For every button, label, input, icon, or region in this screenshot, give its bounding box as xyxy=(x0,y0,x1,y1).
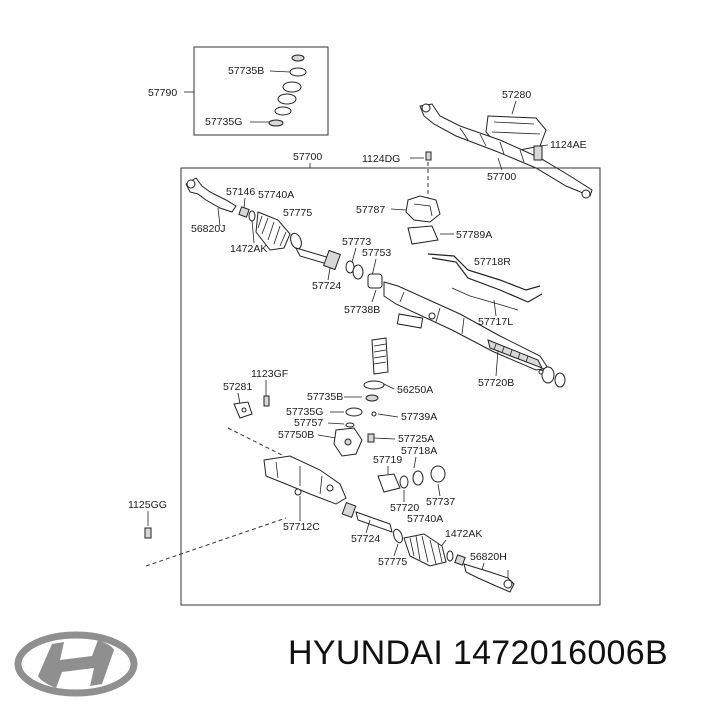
hyundai-logo-icon xyxy=(14,631,138,697)
label-57720b: 57720B xyxy=(478,377,514,389)
label-57789a: 57789A xyxy=(456,229,492,241)
label-57775: 57775 xyxy=(378,556,407,568)
label-57718r: 57718R xyxy=(474,256,511,268)
label-57738b: 57738B xyxy=(344,304,380,316)
rack-bushing xyxy=(377,473,401,493)
pinion-shaft xyxy=(371,337,389,375)
tie-rod-end-right xyxy=(463,563,515,593)
label-57712c: 57712C xyxy=(283,521,320,533)
label-57725a: 57725A xyxy=(398,433,434,445)
seal-ring-5 xyxy=(274,106,292,116)
label-57757: 57757 xyxy=(294,417,323,429)
label-1124dg: 1124DG xyxy=(362,153,400,165)
seal-ring-1 xyxy=(291,54,305,62)
label-57737: 57737 xyxy=(426,496,455,508)
label-57787: 57787 xyxy=(356,204,385,216)
upper-rack-assembly: 56820J 57146 1472AK 57740A 57775 57724 5… xyxy=(185,177,566,389)
mount-bracket xyxy=(405,195,441,223)
seal-ring-2 xyxy=(289,67,307,77)
seal-kit-box xyxy=(193,46,329,136)
label-plate xyxy=(396,313,424,329)
label-1472ak: 1472AK xyxy=(445,528,482,540)
rack-thumb-body xyxy=(419,103,593,197)
label-57735g-kit: 57735G xyxy=(205,116,242,128)
seal-ring-6 xyxy=(268,119,284,127)
label-57735g: 57735G xyxy=(286,406,323,418)
label-57735b-kit: 57735B xyxy=(228,65,264,77)
label-57775-top: 57775 xyxy=(283,207,312,219)
valve-assembly: 1123GF 57281 56250A 57735B 57735G 57757 … xyxy=(223,337,437,469)
bellows-boot-top xyxy=(255,211,291,251)
label-1472ak-top: 1472AK xyxy=(230,243,267,255)
seal-kit-group: 57790 57735B 57735G xyxy=(148,46,329,136)
part-number: 1472016006B xyxy=(452,634,668,672)
mount-bushing xyxy=(407,225,439,245)
brand-name: HYUNDAI xyxy=(288,634,444,672)
label-57790: 57790 xyxy=(148,87,177,99)
label-57753: 57753 xyxy=(362,247,391,259)
label-1124ae: 1124AE xyxy=(550,139,587,151)
seal-ring-4 xyxy=(277,93,297,105)
label-57773: 57773 xyxy=(342,236,371,248)
label-56820j: 56820J xyxy=(191,223,225,235)
rack-bar xyxy=(487,339,544,369)
part-title: HYUNDAI 1472016006B xyxy=(288,634,668,673)
label-57718a: 57718A xyxy=(401,445,437,457)
label-56250a: 56250A xyxy=(397,384,433,396)
label-57724-top: 57724 xyxy=(312,280,341,292)
label-56820h: 56820H xyxy=(470,551,507,563)
label-57735b: 57735B xyxy=(307,391,343,403)
inner-tie-rod-bottom xyxy=(355,511,393,533)
label-57700: 57700 xyxy=(293,151,322,163)
label-57740a-top: 57740A xyxy=(258,189,294,201)
label-57281: 57281 xyxy=(223,381,252,393)
lower-rack-assembly: 1125GG 57712C 57719 57737 57720 57740A 1… xyxy=(128,427,515,593)
label-57280: 57280 xyxy=(502,89,531,101)
label-57720: 57720 xyxy=(390,502,419,514)
label-57740a: 57740A xyxy=(407,513,443,525)
tie-rod-end-left xyxy=(185,177,237,213)
main-frame xyxy=(180,167,601,606)
label-57717l: 57717L xyxy=(478,316,513,328)
label-1125gg: 1125GG xyxy=(128,499,167,511)
label-57719: 57719 xyxy=(373,454,402,466)
label-57739a: 57739A xyxy=(401,411,437,423)
label-57700-thumb: 57700 xyxy=(487,171,516,183)
label-57146: 57146 xyxy=(226,186,255,198)
label-57724: 57724 xyxy=(351,533,380,545)
assembly-thumbnail: 57280 1124AE 57700 xyxy=(419,89,593,199)
label-57750b: 57750B xyxy=(278,429,314,441)
lower-rack-housing xyxy=(263,455,347,505)
seal-ring-3 xyxy=(282,81,302,93)
label-1123gf: 1123GF xyxy=(251,368,288,380)
